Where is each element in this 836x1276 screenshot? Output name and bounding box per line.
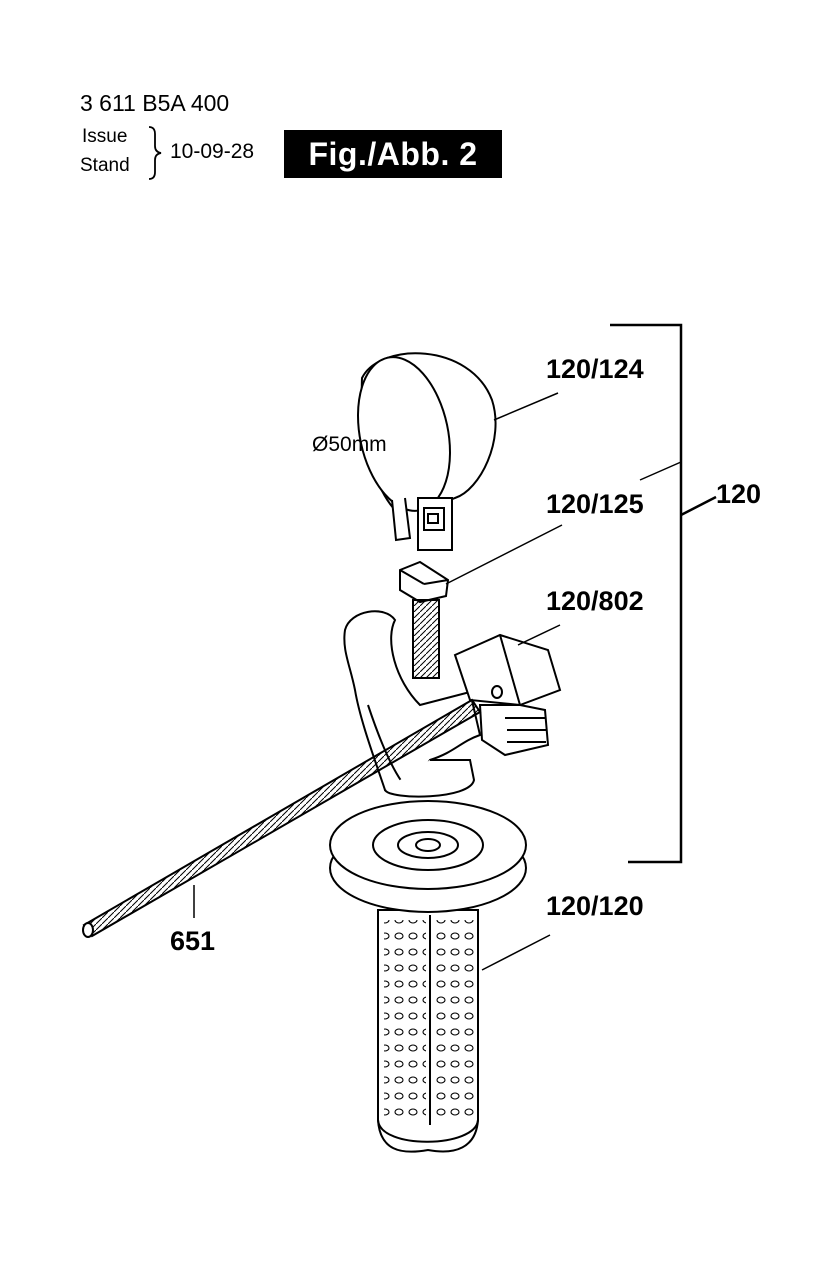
issue-label: Issue xyxy=(82,126,128,147)
brace-icon xyxy=(148,126,162,180)
stand-label: Stand xyxy=(80,155,130,176)
part-number: 3 611 B5A 400 xyxy=(80,90,230,116)
clamp-screw xyxy=(399,560,450,679)
depth-rod xyxy=(82,698,482,938)
leader-lines xyxy=(193,392,682,971)
clamp-band xyxy=(357,352,497,551)
callout-120: 120 xyxy=(716,479,761,509)
callout-120-125: 120/125 xyxy=(546,489,644,519)
diameter-label: Ø50mm xyxy=(312,433,387,456)
callout-120-802: 120/802 xyxy=(546,586,644,616)
assembly-bracket xyxy=(610,323,717,864)
collar-disc xyxy=(329,800,527,913)
callout-120-124: 120/124 xyxy=(546,354,644,384)
issue-date: 10-09-28 xyxy=(170,140,255,163)
callout-120-120: 120/120 xyxy=(546,891,644,921)
handle-body xyxy=(343,610,562,798)
grip-handle xyxy=(377,909,479,1153)
figure-badge: Fig./Abb. 2 xyxy=(284,130,502,178)
callout-651: 651 xyxy=(170,926,215,956)
